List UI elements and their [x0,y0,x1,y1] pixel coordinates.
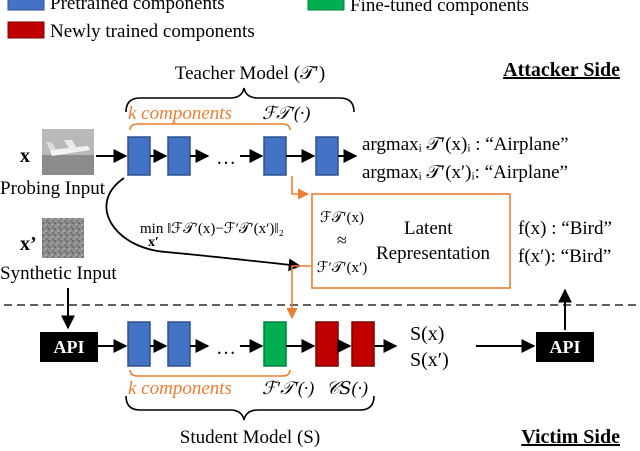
teacher-model-label: Teacher Model (𝒯′) [175,63,325,84]
min-subscript: x′ [148,235,159,250]
student-model-label: Student Model (S) [180,427,320,448]
student-new-block-2 [351,321,375,367]
latent-text-1: Latent [404,218,453,239]
victim-output-x-prime: f(x′): “Bird” [518,246,611,267]
teacher-block-k [263,136,287,176]
student-block-2 [167,321,191,367]
student-ellipsis: … [216,337,236,359]
legend-pretrained-swatch [7,0,45,11]
argmax-x-prime: argmaxᵢ 𝒯′(x′)ᵢ: “Airplane” [362,162,568,183]
legend-finetuned-swatch [307,0,345,11]
legend-newly-trained-label: Newly trained components [50,21,255,42]
min-objective: min ‖ℱ𝒯′(x)−ℱ′𝒯′(x′)‖₂ [140,221,284,237]
latent-to-student-arrow [286,265,312,320]
student-output-x-prime: S(x′) [410,349,449,371]
probing-image [42,129,94,175]
victim-side-label: Victim Side [521,426,620,448]
teacher-feature-fn: ℱ𝒯′(·) [262,103,310,124]
student-block-1 [127,321,151,367]
student-classifier-fn: 𝒞𝑆(·) [326,378,368,399]
student-finetuned-block [263,321,287,367]
attacker-side-label: Attacker Side [503,59,620,81]
legend-finetuned-label: Fine-tuned components [350,0,529,16]
student-feature-fn: ℱ′𝒯′(·) [262,378,314,399]
teacher-to-latent-arrow [291,176,310,200]
student-k-components: k components [128,378,232,399]
latent-box: ℱ𝒯′(x) ≈ ℱ′𝒯′(x′) Latent Representation [311,193,511,289]
optimization-curve-arrow [105,177,302,272]
latent-text-2: Representation [376,243,490,264]
teacher-ellipsis: … [216,147,236,169]
teacher-block-1 [127,136,151,176]
student-k-brace [129,369,291,377]
legend-pretrained-label: Pretrained components [50,0,225,14]
api-right-label: API [550,337,581,357]
teacher-brace [125,87,355,113]
legend-newly-trained-swatch [7,21,45,39]
latent-f-x-prime: ℱ′𝒯′(x′) [317,260,368,276]
student-new-block-1 [315,321,339,367]
api-right-box [536,332,594,362]
x-label: x [20,145,30,167]
api-left-label: API [54,337,85,357]
teacher-block-2 [167,136,191,176]
latent-approx: ≈ [337,230,347,250]
latent-f-x: ℱ𝒯′(x) [320,210,364,226]
api-left-box [40,332,98,362]
teacher-k-brace [129,123,291,131]
student-pipeline: … [98,321,398,367]
victim-output-x: f(x) : “Bird” [518,218,612,239]
teacher-pipeline: … [96,136,358,176]
argmax-x: argmaxᵢ 𝒯′(x)ᵢ : “Airplane” [362,134,569,155]
probing-input-label: Probing Input [0,178,106,199]
teacher-k-components: k components [128,103,232,124]
synthetic-image [42,218,84,258]
legend: Pretrained components Fine-tuned compone… [7,0,529,42]
student-output-x: S(x) [410,323,444,345]
synthetic-input-label: Synthetic Input [0,263,117,284]
student-brace [125,395,375,421]
teacher-block-head [315,136,339,176]
x-prime-label: x’ [20,233,37,255]
